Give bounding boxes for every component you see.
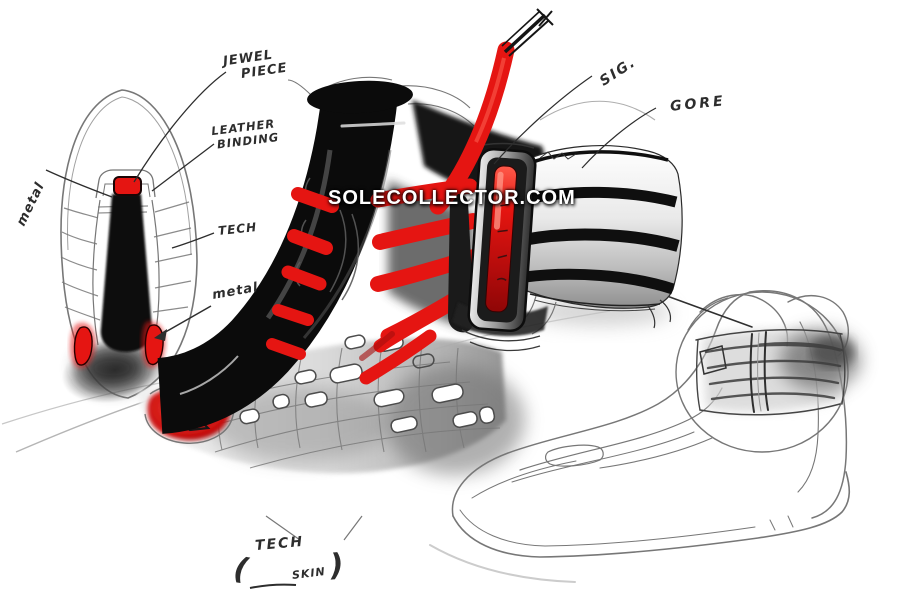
gore-band: [511, 145, 683, 335]
red-lace-cord: [429, 8, 554, 215]
jewel-piece-leader: [133, 71, 227, 183]
tread-lugs: [239, 334, 496, 434]
skin-dash: [249, 583, 297, 589]
gore-leader: [581, 107, 657, 169]
paren-open: (: [231, 551, 251, 588]
metal-mid-arrow: [154, 305, 212, 341]
strap-closeup-sketch: [156, 8, 683, 434]
center-strip: [100, 194, 153, 352]
annotation-leader-lines: [45, 71, 657, 589]
lace-hatch-lines: [60, 201, 193, 321]
leather-binding-leader: [151, 143, 215, 192]
tech-upper-leader: [171, 232, 215, 249]
watermark: SOLECOLLECTOR.COM: [328, 187, 576, 209]
annotation-skin: ( SKIN ): [231, 547, 354, 602]
jewel-piece-shape: [113, 176, 142, 196]
skin-label: SKIN: [291, 564, 327, 583]
left-shoe-top-view-sketch: [60, 89, 198, 404]
right-shoe-side-view-sketch: [429, 288, 860, 583]
buckle-jewel: [448, 142, 548, 352]
paren-close: ): [328, 547, 346, 584]
ankle-strap-shading: [695, 329, 860, 416]
red-lace-stubs: [266, 187, 339, 360]
metal-side-leader: [45, 169, 113, 198]
tech-lower-leaders: [265, 515, 363, 541]
cord-tip: [501, 8, 554, 57]
sig-leader: [493, 75, 593, 165]
